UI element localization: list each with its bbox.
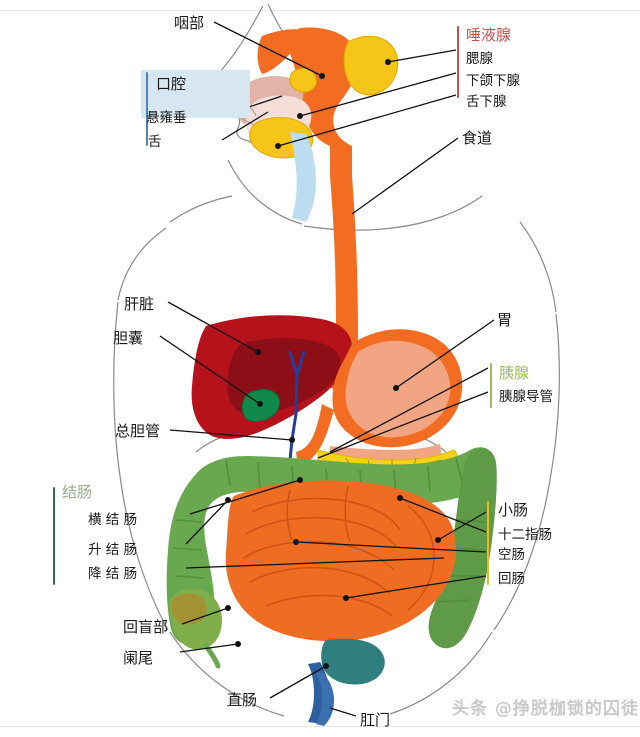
- group-heading-salivary: 唾液腺: [466, 26, 512, 44]
- anal-canal-shape: [316, 672, 334, 726]
- label-gallbladder: 胆囊: [113, 329, 144, 347]
- appendix-shape: [203, 643, 221, 669]
- label-anus: 肛门: [360, 711, 391, 729]
- leader-lines: [159, 21, 495, 717]
- label-jejunum: 空肠: [498, 547, 525, 563]
- label-tongue: 舌: [148, 134, 162, 150]
- salivary-group-bar: [457, 26, 459, 98]
- label-pharynx: 咽部: [174, 14, 205, 32]
- oral-cavity-highlight-box: [141, 70, 250, 118]
- pharynx-shape: [286, 27, 357, 177]
- label-stomach: 胃: [497, 311, 513, 329]
- pancreas-group-bar: [490, 363, 492, 408]
- oral-group-bar: [146, 72, 148, 146]
- label-parotid-gland: 腮腺: [466, 51, 493, 67]
- label-duodenum: 十二指肠: [498, 527, 552, 543]
- small-intestine-group-bar: [487, 501, 489, 585]
- label-rectum: 直肠: [227, 691, 258, 709]
- rectum-shape: [321, 638, 385, 685]
- group-heading-colon: 结肠: [62, 483, 93, 501]
- watermark: 头条 @挣脱枷锁的囚徒: [452, 699, 639, 719]
- ileocecal-junction-shape: [171, 593, 207, 625]
- label-appendix: 阑尾: [123, 649, 154, 667]
- colon-group-bar: [53, 487, 55, 585]
- top-divider: [0, 10, 640, 11]
- top-margin: [0, 0, 640, 10]
- label-esophagus: 食道: [462, 129, 493, 147]
- parotid-gland-shape: [343, 35, 399, 96]
- duodenum-shape: [296, 404, 334, 466]
- group-heading-pancreas: 胰腺: [499, 364, 530, 382]
- small-intestine-coils: [243, 485, 435, 617]
- group-heading-oral: 口腔: [156, 75, 187, 93]
- label-transverse-colon: 横 结 肠: [88, 512, 138, 528]
- hard-palate-shape: [257, 29, 302, 74]
- label-common-bile-duct: 总胆管: [115, 422, 161, 440]
- leader-dots: [225, 59, 441, 669]
- label-pancreatic-duct: 胰腺导管: [499, 389, 553, 405]
- label-ileocecal-region: 回盲部: [123, 618, 169, 636]
- small-intestine-mass-shape: [225, 480, 457, 642]
- group-heading-small-intestine: 小肠: [498, 501, 529, 519]
- bottom-divider: [0, 726, 640, 727]
- label-sublingual-gland: 舌下腺: [466, 94, 507, 110]
- label-liver: 肝脏: [124, 295, 155, 313]
- label-ascending-colon: 升 结 肠: [88, 542, 138, 558]
- label-uvula: 悬雍垂: [146, 110, 187, 126]
- trachea-shape: [290, 132, 316, 222]
- label-descending-colon: 降 结 肠: [88, 566, 138, 582]
- label-ileum: 回肠: [498, 571, 525, 587]
- sublingual-gland-shape: [289, 67, 317, 93]
- label-submandibular-gland: 下颌下腺: [466, 73, 520, 89]
